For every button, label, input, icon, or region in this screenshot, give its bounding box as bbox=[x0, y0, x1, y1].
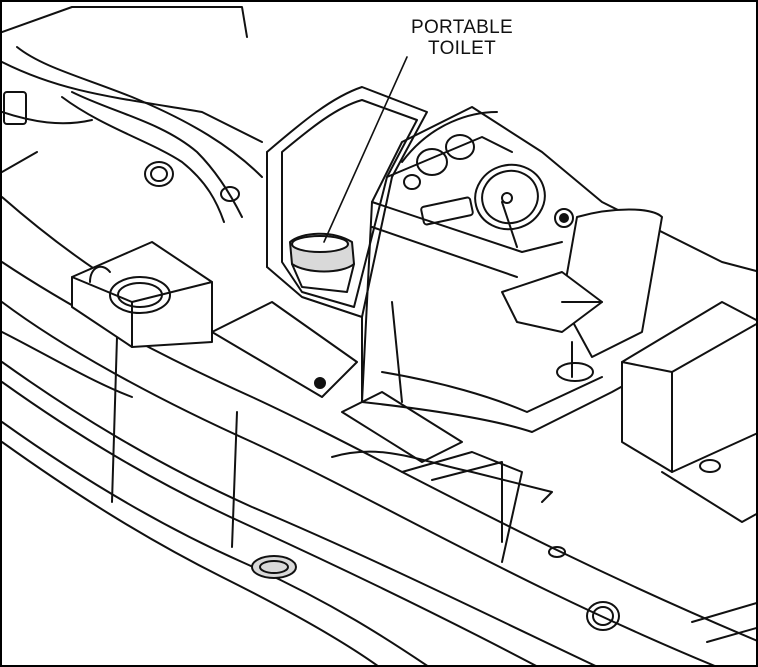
hull-cleat bbox=[251, 555, 297, 579]
helm-console bbox=[361, 106, 756, 403]
deck-hatches bbox=[211, 301, 566, 563]
callout-line-1: PORTABLE bbox=[410, 17, 513, 38]
helm-deck bbox=[361, 301, 703, 433]
hull-gunwale bbox=[2, 261, 756, 665]
hull-panels bbox=[2, 331, 238, 548]
bow-deck bbox=[2, 6, 263, 288]
helm-seat bbox=[501, 208, 663, 382]
rear-right-box bbox=[586, 301, 756, 643]
callout-line-2: TOILET bbox=[428, 38, 496, 59]
steering-wheel bbox=[474, 163, 546, 248]
portable-toilet bbox=[289, 232, 355, 293]
live-well-box bbox=[71, 241, 213, 348]
portable-toilet-label: PORTABLE TOILET bbox=[372, 17, 552, 59]
callout-leader-line bbox=[323, 56, 408, 243]
